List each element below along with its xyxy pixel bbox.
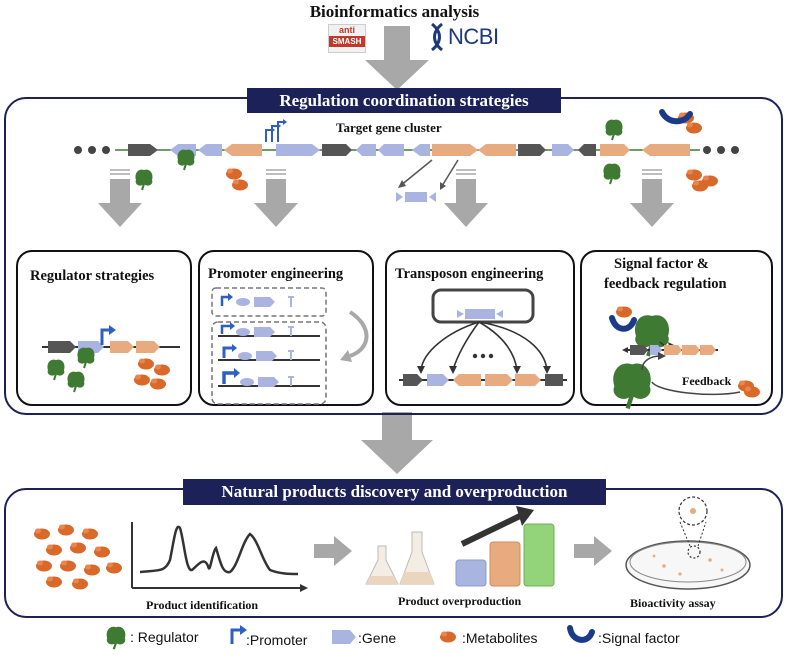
panel-arrows (98, 169, 674, 227)
panel-signal-feedback: Signal factor & feedback regulation Feed… (580, 250, 773, 406)
transposon-panel-graphic (399, 288, 567, 386)
ncbi-logo-text: NCBI (448, 24, 499, 49)
panel-title: Promoter engineering (208, 266, 344, 282)
regulator-panel-graphic (42, 325, 180, 393)
legend-promoter-icon (230, 625, 247, 644)
legend-signal-label: :Signal factor (598, 630, 680, 646)
panel-title: Regulator strategies (30, 268, 155, 284)
legend-signal-icon (567, 625, 595, 643)
legend-metabolites-icon (440, 631, 456, 643)
regulation-banner: Regulation coordination strategies (247, 88, 561, 113)
ncbi-logo: NCBI (428, 22, 502, 52)
label-bioactivity-assay: Bioactivity assay (630, 596, 716, 610)
antismash-logo: anti SMASH (328, 24, 366, 53)
panel-regulator-strategies: Regulator strategies (16, 250, 192, 406)
production-bars (455, 506, 555, 587)
middle-down-arrow (361, 412, 433, 474)
legend-regulator-label: : Regulator (130, 629, 199, 645)
legend-gene-icon (332, 630, 356, 644)
legend-metabolites-label: :Metabolites (462, 630, 538, 646)
antismash-logo-bottom: SMASH (329, 36, 365, 47)
panel-title: Transposon engineering (395, 266, 544, 282)
label-product-identification: Product identification (146, 598, 259, 612)
panel-title-line2: feedback regulation (604, 276, 727, 292)
legend-promoter-label: :Promoter (246, 632, 308, 648)
gene-cluster (74, 109, 739, 202)
products-banner: Natural products discovery and overprodu… (183, 479, 606, 505)
promoter-panel-graphic (211, 287, 369, 405)
flasks (365, 531, 435, 585)
antismash-logo-top: anti (338, 25, 355, 35)
petri-dish (625, 496, 751, 590)
legend-regulator-icon (105, 625, 127, 651)
panel-promoter-engineering: Promoter engineering (198, 250, 374, 406)
ncbi-helix-icon (431, 22, 443, 52)
diagram-title: Bioinformatics analysis (309, 2, 480, 21)
cluster-label: Target gene cluster (336, 120, 442, 135)
panel-transposon-engineering: Transposon engineering (385, 250, 575, 406)
signal-panel-graphic (609, 306, 760, 408)
chromatogram (131, 522, 308, 592)
panel-title-line1: Signal factor & (614, 256, 709, 272)
top-down-arrow (365, 26, 429, 90)
legend-gene-label: :Gene (358, 630, 397, 646)
label-product-overproduction: Product overproduction (398, 594, 522, 608)
feedback-label: Feedback (682, 374, 732, 388)
